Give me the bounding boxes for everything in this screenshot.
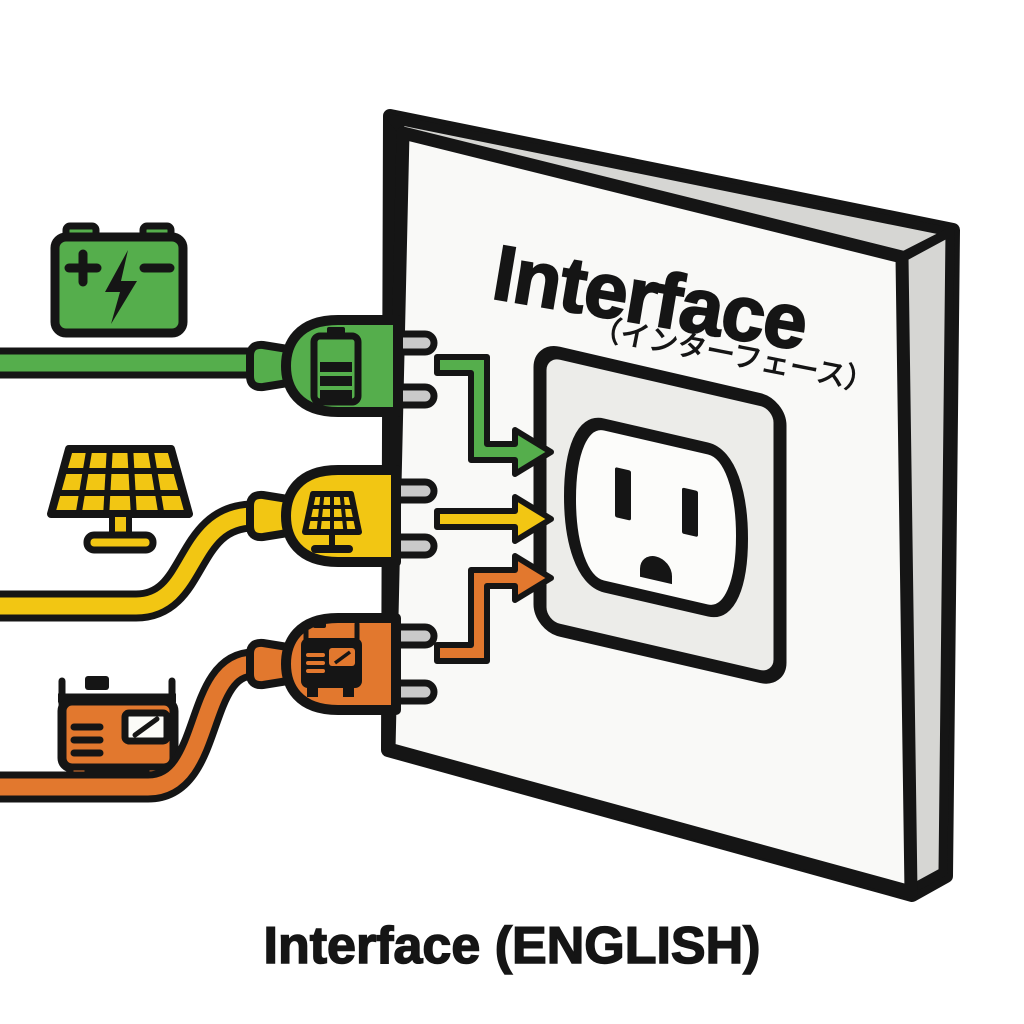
outlet bbox=[533, 346, 787, 684]
battery-icon bbox=[50, 222, 188, 338]
battery-flow-arrow bbox=[434, 354, 554, 477]
battery-level-icon bbox=[310, 327, 362, 406]
outlet-slot-right bbox=[682, 487, 698, 537]
lightning-bolt-icon bbox=[105, 250, 137, 324]
caption: Interface (ENGLISH) bbox=[264, 917, 761, 975]
battery-plug bbox=[246, 315, 403, 417]
generator-plug bbox=[246, 613, 401, 715]
solar-flow-arrow bbox=[434, 494, 554, 544]
outlet-ground-hole bbox=[640, 556, 672, 585]
generator-mini-icon bbox=[301, 619, 362, 697]
generator-flow-arrow bbox=[434, 553, 554, 664]
solar-panel-mini-icon bbox=[302, 491, 362, 553]
solar-cable bbox=[0, 500, 256, 622]
generator-cable bbox=[0, 648, 256, 803]
solar-panel-icon bbox=[47, 445, 193, 554]
solar-plug bbox=[246, 465, 401, 567]
generator-vents bbox=[70, 723, 104, 757]
outlet-slot-left bbox=[615, 467, 631, 521]
battery-plus-sign bbox=[64, 249, 102, 287]
outlet-face bbox=[563, 417, 749, 618]
